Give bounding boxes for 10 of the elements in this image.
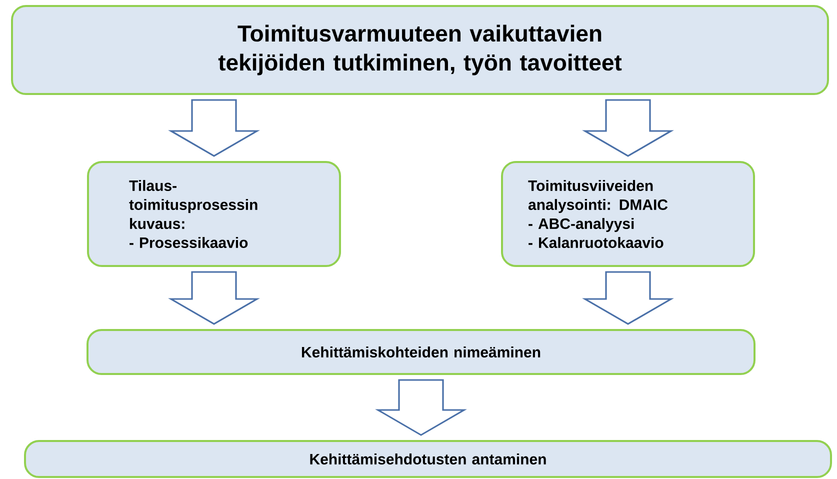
process-box: Kehittämisehdotusten antaminen [24,440,832,478]
process-box: Toimitusviiveiden analysointi: DMAIC - ABC-analyysi - Kalanruotokaavio [501,161,755,267]
block-arrow [168,271,260,325]
block-arrow [582,99,674,157]
process-box: Kehittämiskohteiden nimeäminen [86,329,756,375]
block-arrow [375,379,467,436]
process-box: Tilaus- toimitusprosessin kuvaus: - Prosessikaavio [87,161,341,267]
block-arrow [582,271,674,325]
title-box: Toimitusvarmuuteen vaikuttavien tekijöiden tutkiminen, työn tavoitteet [11,5,830,95]
block-arrow [168,99,260,157]
